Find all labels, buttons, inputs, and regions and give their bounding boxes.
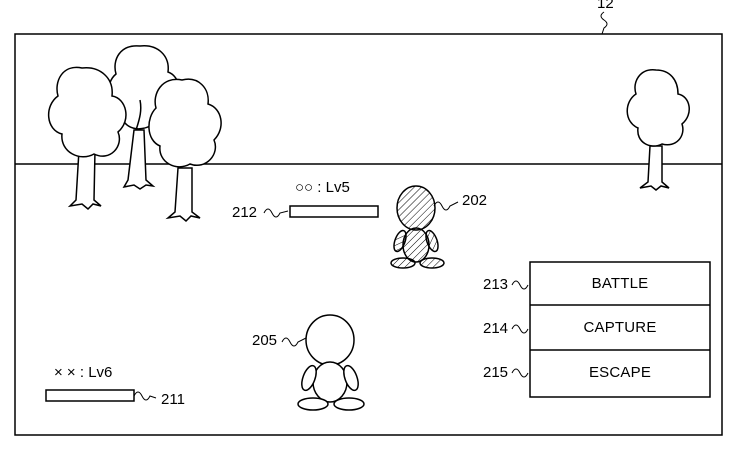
battle-option-ref: 213 <box>483 276 508 293</box>
player-hp-bar <box>46 390 134 401</box>
battle-button[interactable]: BATTLE <box>530 263 710 304</box>
enemy-character-ref: 202 <box>462 192 487 209</box>
player-hp-bar-ref: 211 <box>161 391 185 408</box>
battle-label: BATTLE <box>592 275 649 292</box>
escape-label: ESCAPE <box>589 364 651 381</box>
escape-button[interactable]: ESCAPE <box>530 352 710 393</box>
enemy-hp-bar-ref: 212 <box>232 204 257 221</box>
player-status-text: × × : Lv6 <box>54 364 112 381</box>
capture-button[interactable]: CAPTURE <box>530 307 710 348</box>
screen-ref-label: 12 <box>597 0 614 12</box>
enemy-hp-bar <box>290 206 378 217</box>
player-character-ref: 205 <box>252 332 277 349</box>
capture-option-ref: 214 <box>483 320 508 337</box>
escape-option-ref: 215 <box>483 364 508 381</box>
screen-ref-leader <box>601 12 607 34</box>
enemy-status-text: ○○ : Lv5 <box>295 179 350 196</box>
capture-label: CAPTURE <box>583 319 656 336</box>
